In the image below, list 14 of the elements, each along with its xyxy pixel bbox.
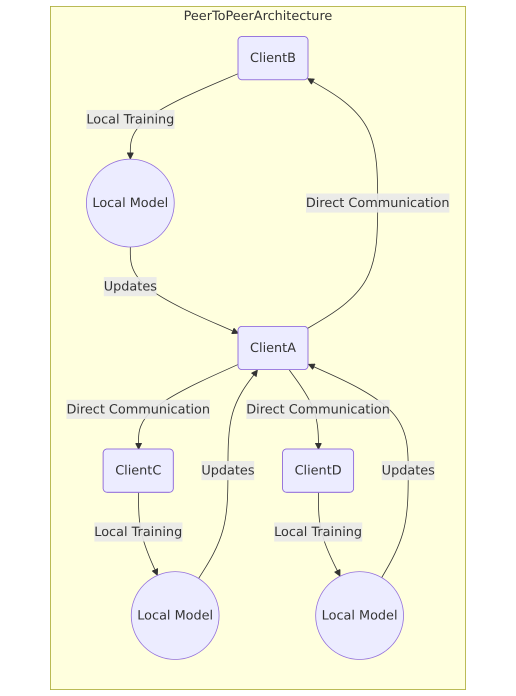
node-circle: Local Model [315,571,404,660]
edge-label: Local Training [94,524,182,540]
arrow [198,370,258,579]
edge-label: Direct Communication [306,195,450,210]
edge-label: Direct Communication [66,401,210,417]
edge-label: Direct Communication [246,401,390,417]
arrow [307,78,378,329]
node-circle: Local Model [130,571,220,660]
edge-label: Updates [201,462,255,478]
edge-label: Local Training [86,111,174,127]
edge-label: Updates [382,462,435,478]
edge-label: Local Training [274,524,362,540]
node-circle: Local Model [86,158,175,248]
edge-label: Updates [104,278,157,294]
